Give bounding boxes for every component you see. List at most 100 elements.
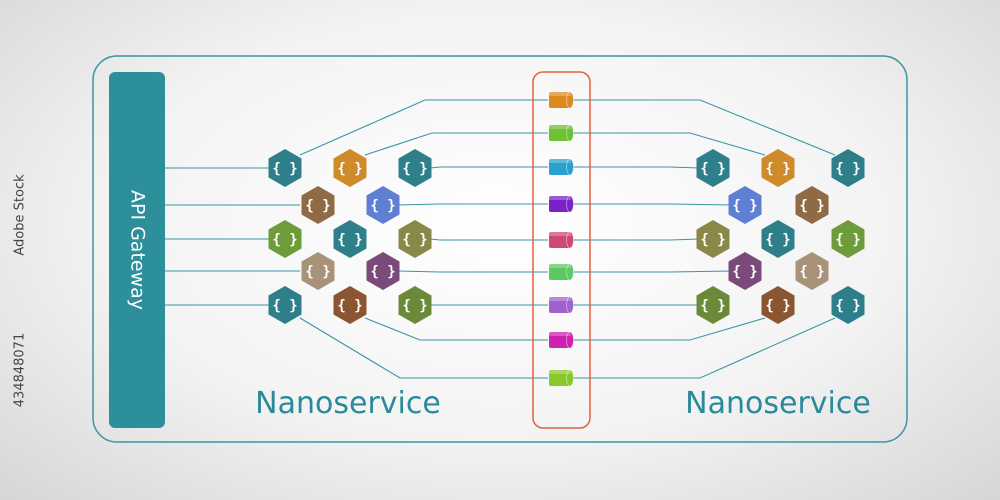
nanoservice-hex: { }	[696, 149, 730, 187]
hexagon-shape	[795, 252, 829, 290]
queue-block-shine	[549, 264, 571, 268]
curly-braces-icon: { }	[732, 198, 757, 214]
curly-braces-icon: { }	[700, 232, 725, 248]
nanoservice-hex: { }	[333, 220, 367, 258]
curly-braces-icon: { }	[835, 232, 860, 248]
hexagon-shape	[366, 186, 400, 224]
outer-frame	[92, 55, 908, 443]
queue-block-shine	[549, 332, 571, 336]
hexagon-shape	[761, 149, 795, 187]
nanoservice-hex: { }	[831, 220, 865, 258]
right-queue-connector	[572, 317, 836, 379]
api-gateway: API Gateway	[109, 72, 165, 428]
curly-braces-icon: { }	[272, 161, 297, 177]
hexagon-shape	[366, 252, 400, 290]
nanoservice-hex: { }	[398, 220, 432, 258]
queue-message-block	[549, 124, 574, 142]
queue-block-body	[549, 232, 571, 248]
curly-braces-icon: { }	[370, 198, 395, 214]
nanoservice-hex: { }	[268, 220, 302, 258]
queue-block-body	[549, 196, 571, 212]
right-queue-connector	[572, 203, 733, 206]
left-queue-connector	[429, 238, 548, 241]
queue-block-shine	[549, 92, 571, 96]
right-queue-connector	[572, 270, 733, 273]
nanoservice-hex: { }	[795, 252, 829, 290]
nanoservice-hex: { }	[728, 186, 762, 224]
queue-block-shine	[549, 370, 571, 374]
nanoservice-hex: { }	[761, 220, 795, 258]
hexagon-shape	[696, 286, 730, 324]
right-cluster-title: Nanoservice	[685, 386, 871, 421]
right-nanoservice-cluster: { }{ }{ }{ }{ }{ }{ }{ }{ }{ }{ }{ }{ }	[696, 149, 865, 324]
left-queue-connector	[364, 317, 548, 341]
curly-braces-icon: { }	[272, 232, 297, 248]
curly-braces-icon: { }	[799, 198, 824, 214]
hexagon-shape	[696, 149, 730, 187]
hexagon-shape	[301, 186, 335, 224]
queue-block-cap	[566, 231, 574, 249]
nanoservice-hex: { }	[398, 286, 432, 324]
curly-braces-icon: { }	[765, 161, 790, 177]
queue-block-shine	[549, 297, 571, 301]
queue-message-block	[549, 263, 574, 281]
nanoservice-hex: { }	[301, 252, 335, 290]
hexagon-shape	[268, 220, 302, 258]
queue-block-cap	[566, 91, 574, 109]
queue-block-body	[549, 159, 571, 175]
nanoservice-hex: { }	[268, 149, 302, 187]
hexagon-shape	[268, 286, 302, 324]
nanoservice-hex: { }	[831, 286, 865, 324]
queue-block-shine	[549, 232, 571, 236]
curly-braces-icon: { }	[765, 298, 790, 314]
curly-braces-icon: { }	[402, 298, 427, 314]
message-queue	[549, 91, 574, 387]
curly-braces-icon: { }	[337, 298, 362, 314]
nanoservice-hex: { }	[761, 286, 795, 324]
right-queue-connector	[572, 132, 766, 156]
hexagon-shape	[696, 220, 730, 258]
left-cluster-title: Nanoservice	[255, 386, 441, 421]
queue-block-body	[549, 125, 571, 141]
hexagon-shape	[728, 252, 762, 290]
queue-block-body	[549, 297, 571, 313]
curly-braces-icon: { }	[305, 198, 330, 214]
curly-braces-icon: { }	[700, 161, 725, 177]
nanoservice-hex: { }	[398, 149, 432, 187]
nanoservice-hex: { }	[696, 220, 730, 258]
curly-braces-icon: { }	[305, 264, 330, 280]
left-queue-connector	[364, 132, 548, 156]
left-queue-connector	[299, 99, 548, 156]
hexagon-shape	[795, 186, 829, 224]
hexagon-shape	[333, 286, 367, 324]
curly-braces-icon: { }	[700, 298, 725, 314]
nanoservice-hex: { }	[301, 186, 335, 224]
hexagon-shape	[333, 149, 367, 187]
queue-message-block	[549, 231, 574, 249]
queue-block-shine	[549, 125, 571, 129]
hexagon-shape	[831, 220, 865, 258]
nanoservice-hex: { }	[366, 186, 400, 224]
curly-braces-icon: { }	[402, 161, 427, 177]
queue-block-cap	[566, 124, 574, 142]
hexagon-shape	[831, 286, 865, 324]
nanoservice-hex: { }	[268, 286, 302, 324]
queue-block-body	[549, 92, 571, 108]
queue-block-cap	[566, 369, 574, 387]
curly-braces-icon: { }	[835, 298, 860, 314]
left-queue-connector	[397, 270, 548, 273]
api-gateway-bar	[109, 72, 165, 428]
nanoservice-hex: { }	[333, 286, 367, 324]
hexagon-shape	[728, 186, 762, 224]
nanoservice-hex: { }	[795, 186, 829, 224]
queue-message-block	[549, 369, 574, 387]
left-nanoservice-cluster: { }{ }{ }{ }{ }{ }{ }{ }{ }{ }{ }{ }{ }	[268, 149, 432, 324]
curly-braces-icon: { }	[337, 232, 362, 248]
connector-lines	[165, 99, 836, 379]
nanoservice-hex: { }	[333, 149, 367, 187]
nanoservice-hex: { }	[366, 252, 400, 290]
api-gateway-label: API Gateway	[127, 190, 149, 310]
nanoservice-hex: { }	[831, 149, 865, 187]
queue-block-cap	[566, 195, 574, 213]
right-queue-connector	[572, 166, 701, 169]
